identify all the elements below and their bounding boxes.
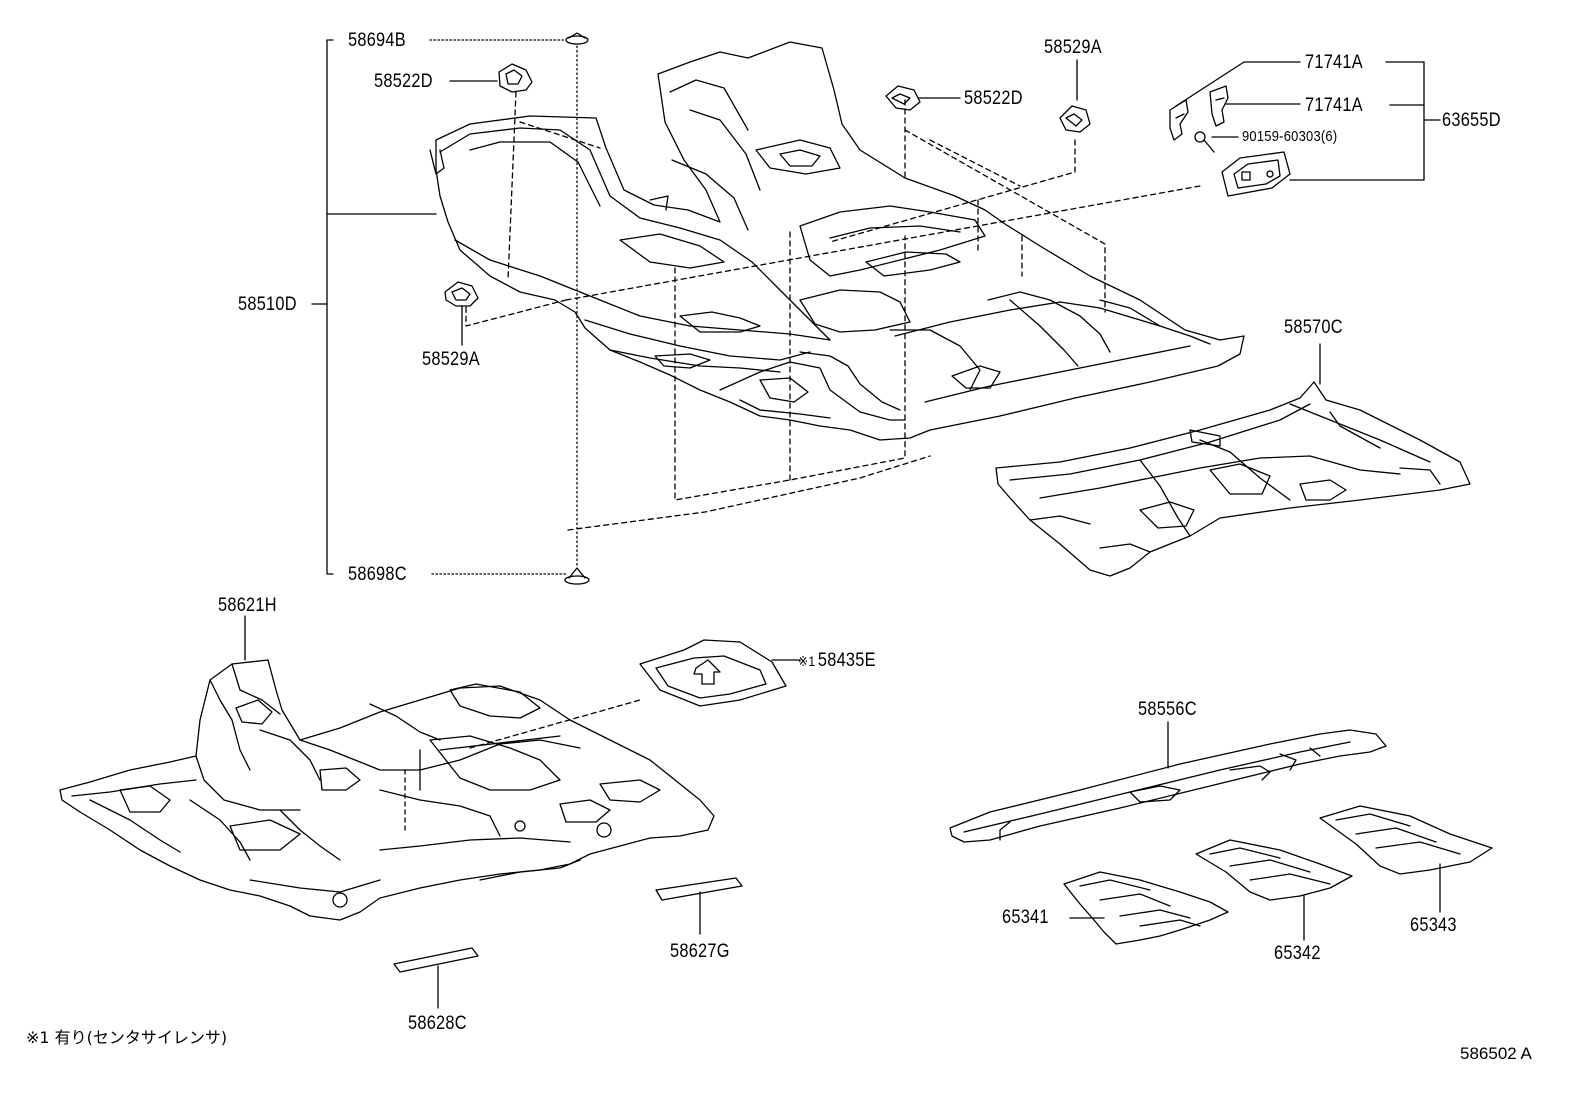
label-65341: 65341 — [1002, 907, 1049, 928]
label-58529A-left: 58529A — [422, 349, 480, 370]
clip-58698C — [564, 567, 590, 585]
label-58627G: 58627G — [670, 941, 730, 962]
rear-carpet-58570C — [995, 343, 1471, 577]
label-65342: 65342 — [1274, 943, 1321, 964]
label-58698C: 58698C — [348, 564, 407, 585]
label-71741A-mid: 71741A — [1305, 95, 1363, 116]
silencer-58435E — [639, 639, 801, 707]
label-58522D-left: 58522D — [374, 71, 433, 92]
footnote: ※1 有り(センタサイレンサ) — [26, 1028, 228, 1047]
panel-65343 — [1319, 805, 1493, 913]
label-58556C: 58556C — [1138, 699, 1197, 720]
label-90159-60303: 90159-60303(6) — [1242, 128, 1338, 145]
clip-58529A-left — [444, 281, 479, 307]
clip-58529A-right — [1059, 59, 1091, 133]
plate-63655D — [1221, 151, 1291, 197]
clip-58694B — [565, 32, 589, 45]
leader-58694B — [429, 39, 578, 567]
clip-71741A-mid — [1209, 85, 1229, 127]
label-58510D: 58510D — [238, 294, 297, 315]
label-58522D-right: 58522D — [964, 88, 1023, 109]
clip-71741A-top — [1169, 99, 1189, 141]
clip-58522D-right — [885, 85, 961, 111]
footnote-mark: ※1 — [798, 653, 816, 669]
label-58435E-text: 58435E — [817, 650, 876, 671]
label-63655D: 63655D — [1442, 110, 1501, 131]
assembly-dashes-main — [465, 91, 1201, 531]
screw-90159 — [1194, 131, 1215, 153]
bracket-63655D — [1175, 61, 1441, 181]
strip-58628C — [393, 947, 479, 1009]
lower-floor-58621H — [59, 615, 715, 921]
bracket-58510D — [311, 39, 437, 575]
side-strip-58556C — [949, 721, 1387, 843]
dash-58621H-58435E — [469, 699, 641, 749]
figure-reference: 586502 A — [1460, 1044, 1532, 1063]
label-71741A-top: 71741A — [1305, 52, 1363, 73]
strip-58627G — [655, 877, 743, 935]
label-65343: 65343 — [1410, 915, 1457, 936]
panel-65342 — [1195, 839, 1353, 941]
label-58529A-right: 58529A — [1044, 37, 1102, 58]
clip-58522D-left — [498, 63, 533, 93]
label-58621H: 58621H — [218, 595, 277, 616]
label-58570C: 58570C — [1284, 317, 1343, 338]
floor-carpet-58510D — [429, 41, 1245, 441]
panel-65341 — [1063, 871, 1229, 945]
label-58694B: 58694B — [348, 30, 406, 51]
label-58628C: 58628C — [408, 1013, 467, 1034]
